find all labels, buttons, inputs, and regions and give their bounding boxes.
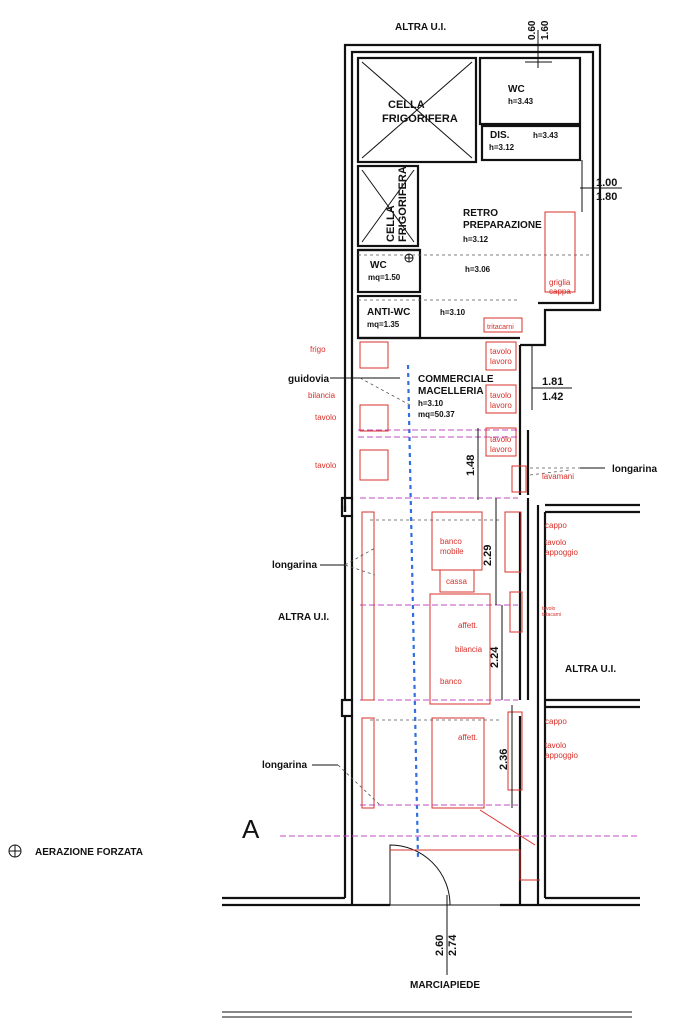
fix-tl2a: tavolo: [490, 391, 512, 400]
cella2-label: CELLAFRIGORIFERA: [385, 166, 409, 242]
fix-bilancia-left: bilancia: [308, 391, 336, 400]
fix-tav-app1b: appoggio: [545, 548, 578, 557]
room-labels: CELLA FRIGORIFERA CELLAFRIGORIFERA WC h=…: [367, 84, 559, 419]
dim-160: 1.60: [540, 20, 551, 40]
comm-line2: MACELLERIA: [418, 386, 484, 397]
fix-bilancia-center: bilancia: [455, 645, 483, 654]
fix-tl1a: tavolo: [490, 347, 512, 356]
legend-label: AERAZIONE FORZATA: [35, 847, 143, 858]
retro-line1: RETRO: [463, 208, 498, 219]
dim-229: 2.29: [482, 545, 494, 566]
dimension-labels: 0.60 1.60 1.00 1.80 1.81 1.42 1.48 2.29 …: [434, 20, 617, 956]
cella2-line2: FRIGORIFERA: [397, 166, 409, 242]
dim-060: 0.60: [527, 20, 538, 40]
dim-148: 1.48: [465, 455, 477, 476]
fix-tav-app2a: tavolo: [545, 741, 567, 750]
walls: [222, 43, 640, 1018]
wc-small: WC: [370, 260, 387, 271]
labels: ALTRA U.I. ALTRA U.I. ALTRA U.I. MARCIAP…: [35, 22, 616, 991]
comm-h: h=3.10: [418, 399, 444, 408]
ann-longarina2: longarina: [272, 560, 317, 571]
retro-line2: PREPARAZIONE: [463, 220, 542, 231]
dis-h2: h=3.43: [533, 131, 559, 140]
cella2-line1: CELLA: [385, 205, 397, 242]
fix-tl1b: lavoro: [490, 357, 512, 366]
label-altra-left: ALTRA U.I.: [278, 612, 329, 623]
ann-longarina3: longarina: [262, 760, 307, 771]
retro-h2: h=3.06: [465, 265, 491, 274]
wc-top: WC: [508, 84, 525, 95]
fan-icon: [404, 253, 414, 263]
aerazione-icon: [8, 844, 22, 858]
dim-100: 1.00: [596, 177, 617, 189]
fixture-labels: frigo bilancia tavolo tavolo tritacarni …: [308, 278, 578, 760]
fix-cassa: cassa: [446, 577, 467, 586]
dis: DIS.: [490, 130, 510, 141]
retro-h: h=3.12: [463, 235, 489, 244]
fix-tav-app1a: tavolo: [545, 538, 567, 547]
dim-224: 2.24: [489, 646, 501, 668]
label-marciapiede: MARCIAPIEDE: [410, 980, 480, 991]
fix-tl3a: tavolo: [490, 435, 512, 444]
fix-lavamani: lavamani: [542, 472, 574, 481]
antiwc-mq: mq=1.35: [367, 320, 400, 329]
dim-180: 1.80: [596, 191, 617, 203]
cella1-line1: CELLA: [388, 99, 425, 111]
label-altra-top: ALTRA U.I.: [395, 22, 446, 33]
fix-affett2: affett.: [458, 733, 478, 742]
dim-236: 2.36: [498, 749, 510, 770]
fixtures-outlines: [359, 211, 576, 881]
wc-small-mq: mq=1.50: [368, 273, 401, 282]
corr-h: h=3.10: [440, 308, 466, 317]
dim-181: 1.81: [542, 376, 563, 388]
fix-banco-mobile-a: banco: [440, 537, 462, 546]
ann-guidovia: guidovia: [288, 374, 330, 385]
dis-h: h=3.12: [489, 143, 515, 152]
comm-mq: mq=50.37: [418, 410, 455, 419]
dim-260: 2.60: [434, 935, 446, 956]
ann-longarina1: longarina: [612, 464, 657, 475]
wc-top-h: h=3.43: [508, 97, 534, 106]
label-altra-right: ALTRA U.I.: [565, 664, 616, 675]
fix-tav-app2b: appoggio: [545, 751, 578, 760]
dim-142: 1.42: [542, 391, 563, 403]
fix-cappa: cappa: [549, 287, 571, 296]
fix-affett1: affett.: [458, 621, 478, 630]
cella1-line2: FRIGORIFERA: [382, 113, 458, 125]
fix-tav-trit-a: tavolo: [542, 606, 556, 612]
fix-banco: banco: [440, 677, 462, 686]
fix-tavolo-left2: tavolo: [315, 461, 337, 470]
dashed-guides: [280, 254, 640, 859]
fix-frigo: frigo: [310, 345, 326, 354]
fix-tav-trit-b: tritacarni: [542, 612, 561, 618]
fix-tavolo-left1: tavolo: [315, 413, 337, 422]
leader-lines: [312, 377, 605, 806]
fix-griglia: griglia: [549, 278, 571, 287]
section-marker: A: [242, 814, 260, 844]
fix-tl3b: lavoro: [490, 445, 512, 454]
antiwc: ANTI-WC: [367, 307, 410, 318]
annotation-labels: guidovia longarina longarina longarina: [262, 374, 657, 771]
comm-line1: COMMERCIALE: [418, 374, 494, 385]
fix-tritacarni: tritacarni: [487, 324, 514, 331]
dimension-lines: [435, 30, 622, 975]
fix-banco-mobile-b: mobile: [440, 547, 464, 556]
dim-274: 2.74: [447, 934, 459, 956]
fix-tl2b: lavoro: [490, 401, 512, 410]
fix-cappo1: cappo: [545, 521, 567, 530]
fix-cappo2: cappo: [545, 717, 567, 726]
